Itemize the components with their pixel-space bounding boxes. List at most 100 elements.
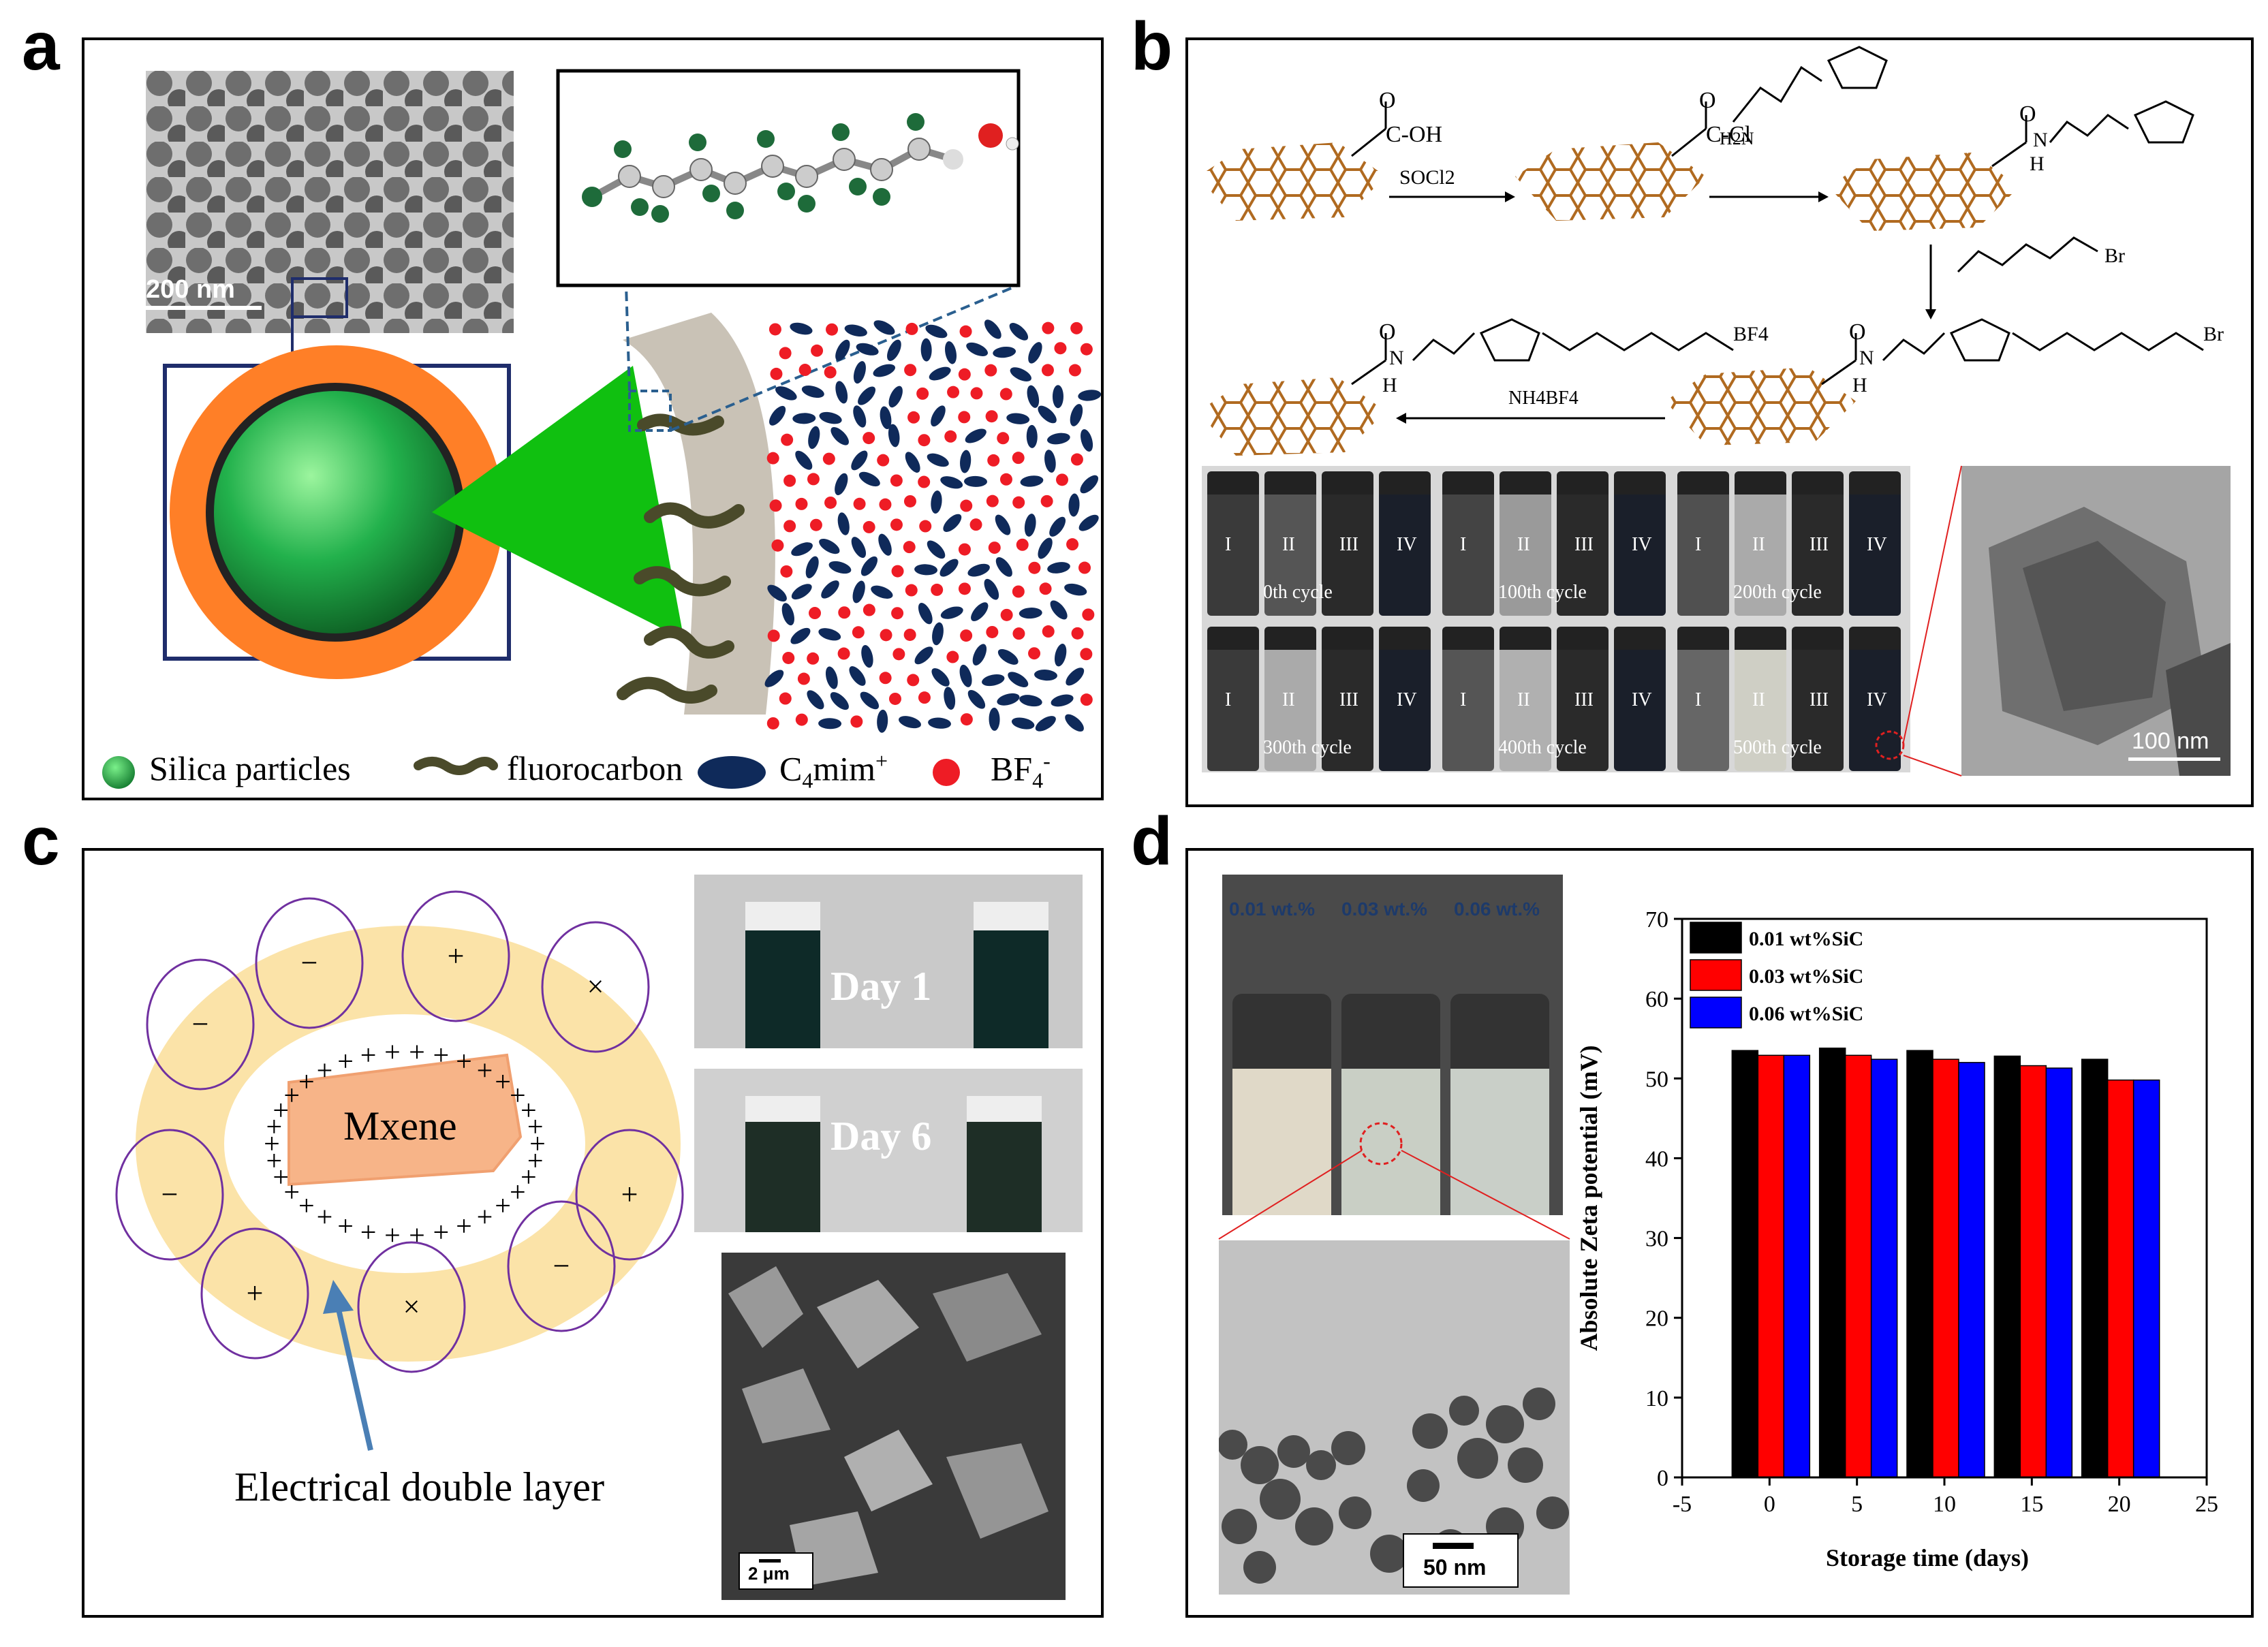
sem-texture [721,1253,1066,1600]
anion-dot [988,542,1001,554]
cycle-label: 500th cycle [1733,737,1822,758]
vial [1614,471,1666,616]
vial [1500,627,1551,771]
fluorocarbon-chain-icon [414,757,498,775]
cation-ellipse [825,666,838,689]
vial [1442,627,1494,771]
panel-b-tem-image: 100 nm [1961,466,2231,776]
cation-ellipse [1050,600,1068,620]
x-tick-label: 5 [1851,1492,1863,1517]
cation-ellipse [1047,562,1070,574]
cation-ellipse [1035,716,1056,732]
anion-dot [904,364,917,377]
day1-vial-left [745,902,820,1048]
surface-plus: + [266,1146,282,1177]
cation-ellipse [828,561,852,574]
vial-roman-label: III [1809,534,1829,555]
anion-dot [779,692,792,705]
cation-ellipse [1066,668,1085,686]
anion-dot [958,411,971,424]
anion-dot [824,366,837,379]
cation-ellipse [860,691,880,710]
vial-label-2: 0.03 wt.% [1341,898,1428,920]
anion-dot [907,674,920,687]
anion-dot [959,325,972,338]
panel-a: 200 nm [82,37,1104,800]
anion-dot [1070,453,1083,466]
anion-dot [826,323,839,336]
anion-dot [766,452,779,465]
cation-ellipse [940,606,963,619]
panel-b: O C-OH O C-Cl SOCl2 H2N O N H Br O N H B… [1185,37,2254,807]
panel-label-a: a [22,8,60,84]
cation-ellipse [1068,493,1080,517]
cation-ellipse [971,602,989,622]
graphene-sheet-2 [1515,142,1706,221]
cation-ellipse [997,693,1020,706]
ion-sign: − [553,1249,570,1283]
vial [1500,471,1551,616]
flake-texture [1961,466,2231,776]
anion-dot [960,713,973,726]
anion-dot [947,386,960,398]
zeta-bar [1731,1050,1759,1478]
vial-label-1: 0.01 wt.% [1229,898,1316,920]
anion-dot [987,454,1000,467]
ion-loop [146,958,255,1091]
cation-ellipse [835,473,848,495]
cation-ellipse [1064,583,1087,596]
label-n2: N [1389,347,1404,369]
anion-dot [1028,561,1041,574]
cation-ellipse [984,319,1001,339]
ion-sign: + [621,1178,638,1211]
vial-roman-label: III [1339,689,1358,710]
vial [1557,627,1609,771]
d-zoom-lines [1218,1122,1570,1240]
y-tick-label: 70 [1645,907,1668,932]
legend-cation: C4mim+ [779,749,888,793]
cation-ellipse [835,339,850,361]
cation-ellipse [931,490,942,514]
ion-loop [357,1241,466,1373]
counter-ion-loops: −+×−−++×− [115,890,684,1373]
day1-vial-right [974,902,1048,1048]
zeta-bar [1818,1048,1846,1478]
sem-image: 2 μm [721,1253,1066,1600]
anion-dot [1055,473,1068,486]
anion-dot [999,473,1012,486]
x-tick-label: 20 [2108,1492,2131,1517]
vial [1735,471,1786,616]
cation-ellipse [1078,390,1101,401]
vial-roman-label: II [1517,689,1530,710]
anion-dot [891,565,904,578]
ion-sign: + [247,1276,264,1310]
anion-dot [807,652,820,665]
panel-a-schematic [102,69,1101,789]
ion-sign: + [448,939,465,973]
anion-dot [918,434,931,447]
anion-dot-icon [933,759,960,786]
cation-ellipse [871,585,893,599]
anion-dot [877,454,890,467]
anion-dot [905,584,918,597]
cation-ellipse [1054,644,1067,667]
zeta-bar [2107,1079,2134,1478]
ion-sign: − [161,1178,178,1211]
anion-dot [852,626,865,639]
vial-roman-label: III [1339,534,1358,555]
cation-ellipse [1047,433,1070,445]
anion-dot [1016,538,1029,551]
sic-vial-1 [1232,994,1331,1215]
mxene-flake [288,1053,523,1187]
sic-tem-image: 50 nm [1219,1240,1570,1595]
cation-ellipse [853,405,867,428]
molecule-box [556,69,1021,287]
anion-dot [960,499,973,512]
ion-sign: − [301,946,318,979]
cation-ellipse [1008,672,1029,687]
cation-ellipse [1009,323,1029,341]
vial [1735,627,1786,771]
surface-plus: + [298,1067,315,1098]
surface-plus: + [510,1080,526,1112]
cation-ellipse [972,644,987,665]
